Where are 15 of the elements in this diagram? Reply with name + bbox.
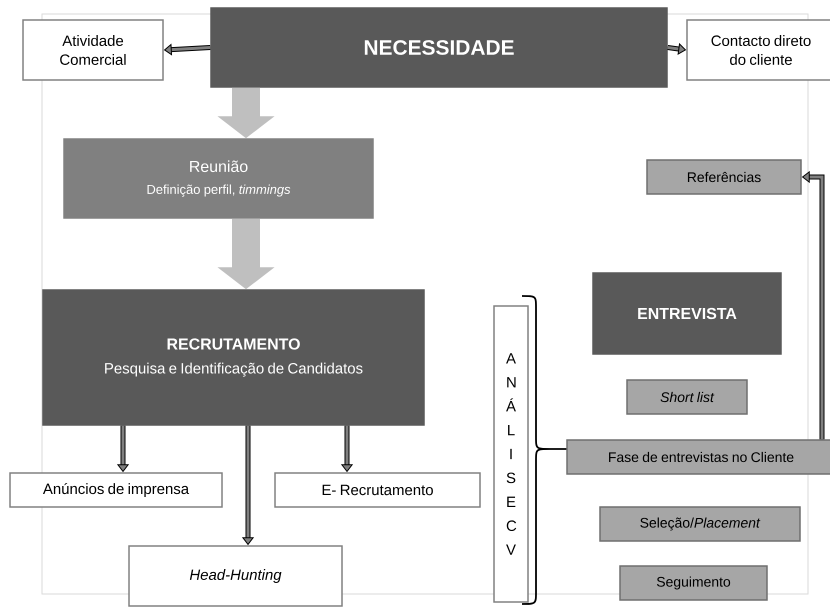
process-box: Reunião Definição perfil, timmings (63, 138, 374, 219)
source-box: Atividade Comercial (22, 19, 164, 81)
channel-box: Anúncios de imprensa (9, 472, 223, 508)
step-box: Seguimento (619, 565, 768, 601)
step-box: Short list (626, 379, 748, 415)
process-box: ENTREVISTA (592, 272, 782, 355)
source-box: Contacto direto do cliente (686, 19, 830, 81)
channel-box: Head-Hunting (128, 545, 343, 607)
process-box: RECRUTAMENTO Pesquisa e Identificação de Candidatos (42, 289, 425, 426)
vertical-text-box: A N Á L I S E C V (493, 305, 529, 603)
step-box: Fase de entrevistas no Cliente (566, 439, 830, 475)
process-box: NECESSIDADE (210, 7, 668, 88)
step-box: Seleção/Placement (599, 506, 801, 542)
channel-box: E- Recrutamento (274, 472, 481, 508)
step-box: Referências (646, 159, 802, 195)
